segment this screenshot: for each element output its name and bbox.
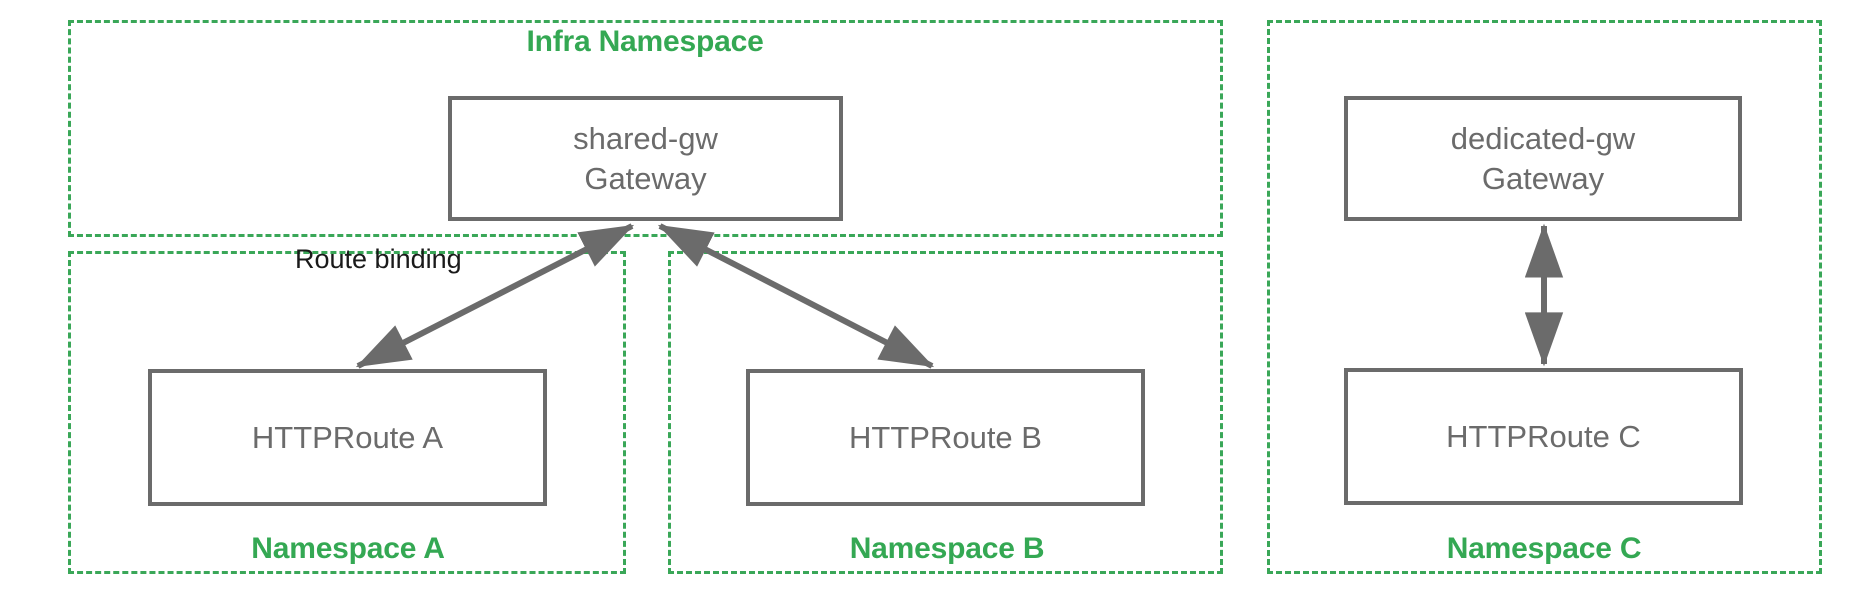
namespace-c-box	[1267, 20, 1822, 574]
namespace-infra-box	[68, 20, 1223, 237]
node-shared-gw-label-1: shared-gw	[573, 120, 718, 156]
edge-label-route-binding: Route binding	[295, 244, 462, 274]
node-httproute-c[interactable]: HTTPRoute C	[1344, 368, 1743, 505]
namespace-a-label: Namespace A	[251, 532, 445, 565]
node-httproute-a-label: HTTPRoute A	[251, 419, 444, 455]
namespace-b-box	[668, 251, 1223, 574]
node-shared-gw-label-2: Gateway	[584, 160, 707, 196]
namespace-c-label: Namespace C	[1446, 532, 1642, 565]
node-httproute-c-label: HTTPRoute C	[1446, 418, 1641, 454]
node-httproute-a[interactable]: HTTPRoute A	[148, 369, 547, 506]
node-dedicated-gw[interactable]: dedicated-gw Gateway	[1344, 96, 1742, 221]
node-httproute-b-label: HTTPRoute B	[849, 419, 1042, 455]
node-dedicated-gw-label-2: Gateway	[1481, 160, 1605, 196]
namespace-infra-label: Infra Namespace	[526, 25, 764, 58]
namespace-a-box	[68, 251, 626, 574]
node-httproute-b[interactable]: HTTPRoute B	[746, 369, 1145, 506]
node-shared-gw[interactable]: shared-gw Gateway	[448, 96, 843, 221]
namespace-b-label: Namespace B	[849, 532, 1045, 565]
node-dedicated-gw-label-1: dedicated-gw	[1450, 120, 1636, 156]
